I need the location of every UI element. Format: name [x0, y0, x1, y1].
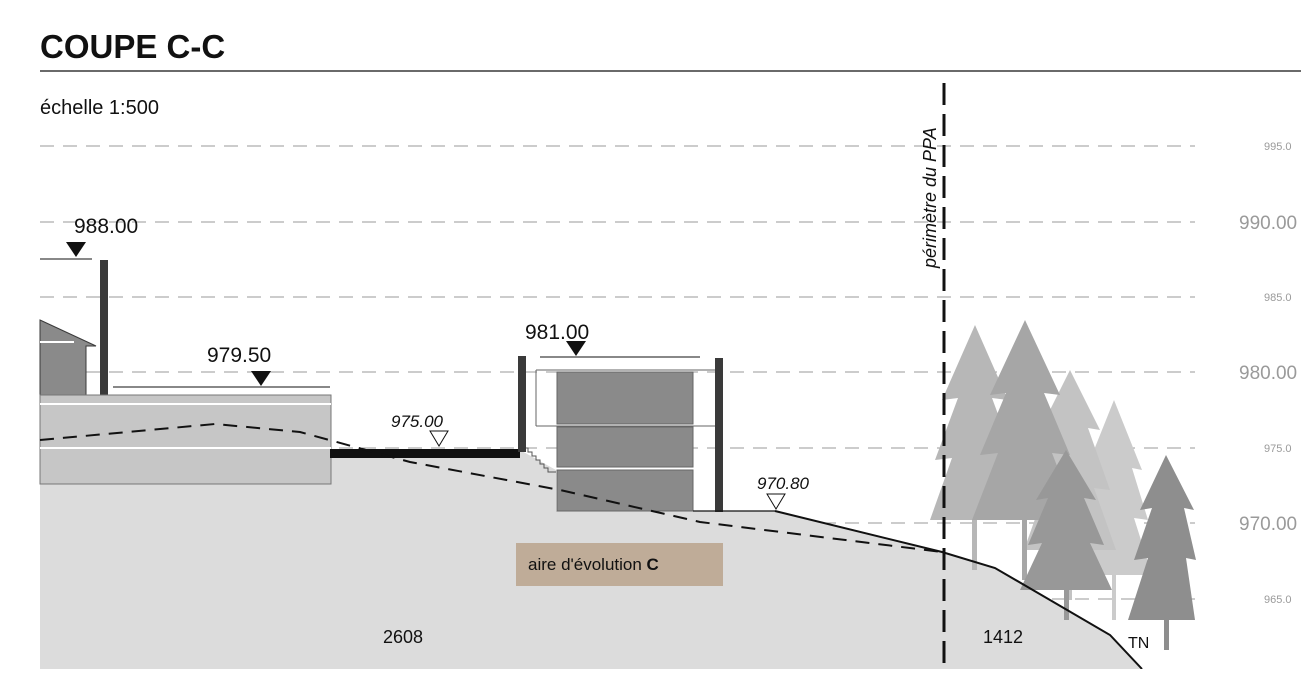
level-marker-970: 970.80	[757, 474, 810, 510]
existing-terrain-line	[39, 422, 943, 553]
elevation-scale: 995.0 990.00 985.0 980.00 975.0 970.00 9…	[1239, 141, 1297, 606]
dimension-right: 1412	[983, 627, 1023, 647]
level-triangle-icon	[66, 242, 86, 257]
level-triangle-icon	[566, 341, 586, 356]
elevation-label: 970.00	[1239, 514, 1297, 535]
elevation-label: 965.0	[1264, 594, 1292, 606]
floor-block	[556, 371, 694, 425]
level-marker-988: 988.00	[40, 215, 138, 260]
left-platform	[39, 394, 332, 485]
level-label: 979.50	[207, 344, 271, 367]
level-triangle-open-icon	[766, 493, 786, 510]
elevation-label: 975.0	[1264, 443, 1292, 455]
central-building	[518, 356, 775, 512]
level-marker-981: 981.00	[525, 321, 700, 358]
level-label: 970.80	[757, 474, 810, 493]
tree-icon	[1128, 455, 1196, 650]
drawing-title: COUPE C-C	[40, 28, 225, 65]
level-triangle-open-icon	[429, 430, 449, 447]
floor-block	[556, 469, 694, 512]
level-triangle-icon	[251, 371, 271, 386]
tree-icon	[972, 320, 1078, 580]
tree-icon	[1020, 450, 1112, 620]
zone-label: aire d'évolution C	[516, 543, 723, 586]
central-right-wall	[715, 358, 723, 512]
natural-terrain-line	[774, 510, 1143, 670]
scale-label: échelle 1:500	[40, 97, 159, 119]
left-wall	[100, 260, 108, 396]
central-left-wall	[518, 356, 526, 452]
level-label: 975.00	[391, 412, 444, 431]
level-label: 988.00	[74, 215, 138, 238]
stairs	[524, 447, 556, 473]
elevation-label: 990.00	[1239, 213, 1297, 234]
level-marker-975: 975.00	[391, 412, 449, 447]
trees-group	[930, 320, 1196, 650]
elevation-label: 985.0	[1264, 292, 1292, 304]
zone-text: aire d'évolution C	[528, 555, 659, 574]
ppa-perimeter-label: périmètre du PPA	[920, 127, 940, 269]
elevation-label: 980.00	[1239, 363, 1297, 384]
floor-block	[556, 426, 694, 468]
elevation-label: 995.0	[1264, 141, 1292, 153]
dimension-left: 2608	[383, 627, 423, 647]
level-label: 981.00	[525, 321, 589, 344]
terrace-slab	[330, 449, 520, 458]
left-building	[39, 260, 108, 396]
level-marker-979: 979.50	[113, 344, 330, 388]
zone-box	[516, 543, 723, 586]
terrain-label: TN	[1128, 635, 1149, 652]
